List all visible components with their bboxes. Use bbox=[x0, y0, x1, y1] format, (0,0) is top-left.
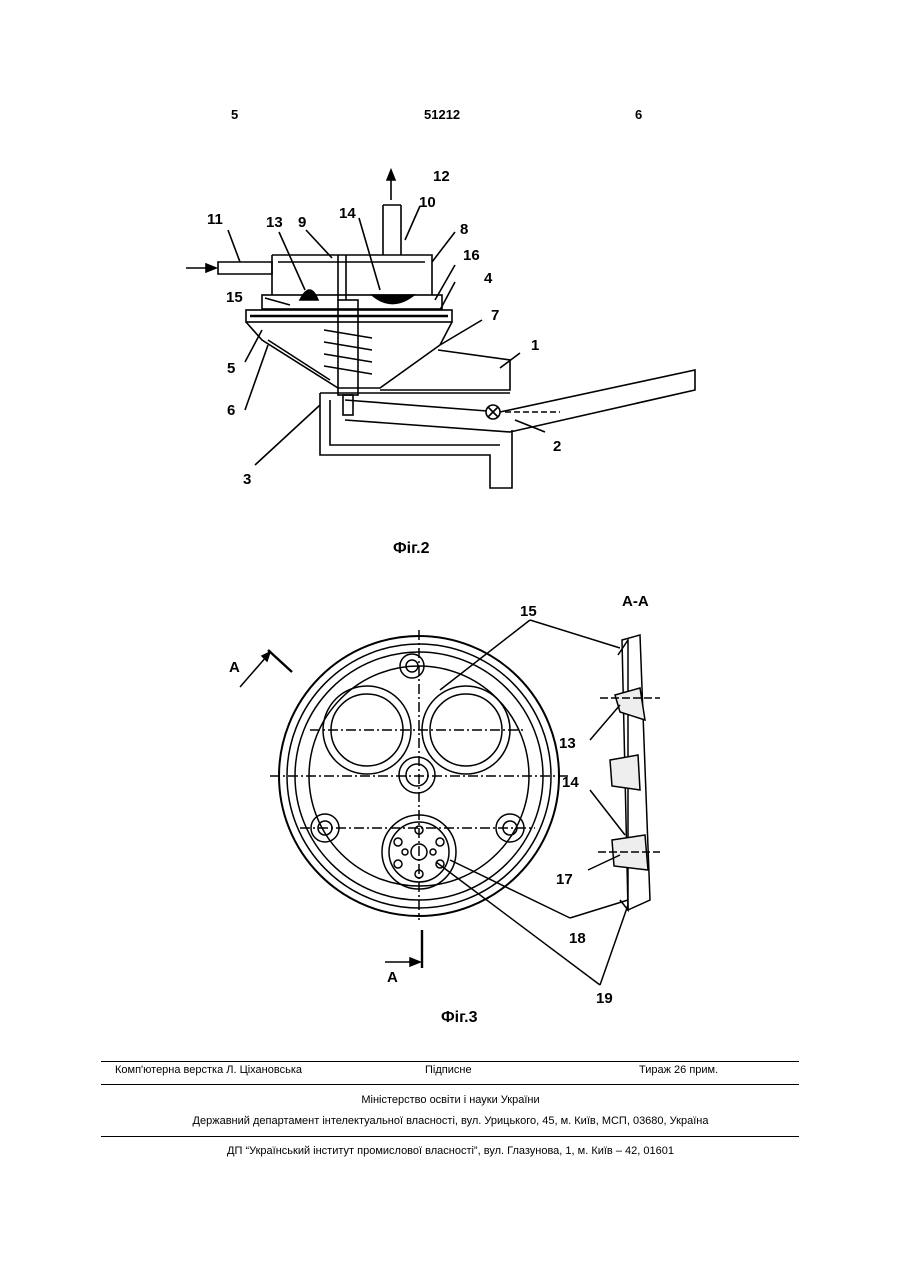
footer-rule-2 bbox=[101, 1084, 799, 1085]
footer-composer: Комп'ютерна верстка Л. Ціхановська bbox=[115, 1064, 302, 1076]
fig3-label-14: 14 bbox=[562, 774, 579, 791]
footer-signed: Підписне bbox=[425, 1064, 472, 1076]
footer-rule-3 bbox=[101, 1136, 799, 1137]
fig3-label-18: 18 bbox=[569, 930, 586, 947]
fig3-section-mark-bottom: А bbox=[387, 969, 398, 986]
fig3-label-17: 17 bbox=[556, 871, 573, 888]
fig3-label-15: 15 bbox=[520, 603, 537, 620]
fig3-caption: Фіг.3 bbox=[441, 1009, 478, 1027]
footer-department: Державний департамент інтелектуальної вл… bbox=[0, 1115, 901, 1127]
fig3-section-title: А-А bbox=[622, 593, 649, 610]
fig3-label-19: 19 bbox=[596, 990, 613, 1007]
footer-circulation: Тираж 26 прим. bbox=[639, 1064, 718, 1076]
footer-rule-1 bbox=[101, 1061, 799, 1062]
footer-ministry: Міністерство освіти і науки України bbox=[0, 1094, 901, 1106]
fig3-section-mark-top: А bbox=[229, 659, 240, 676]
fig3-label-13: 13 bbox=[559, 735, 576, 752]
footer-institute: ДП “Український інститут промислової вла… bbox=[0, 1145, 901, 1157]
